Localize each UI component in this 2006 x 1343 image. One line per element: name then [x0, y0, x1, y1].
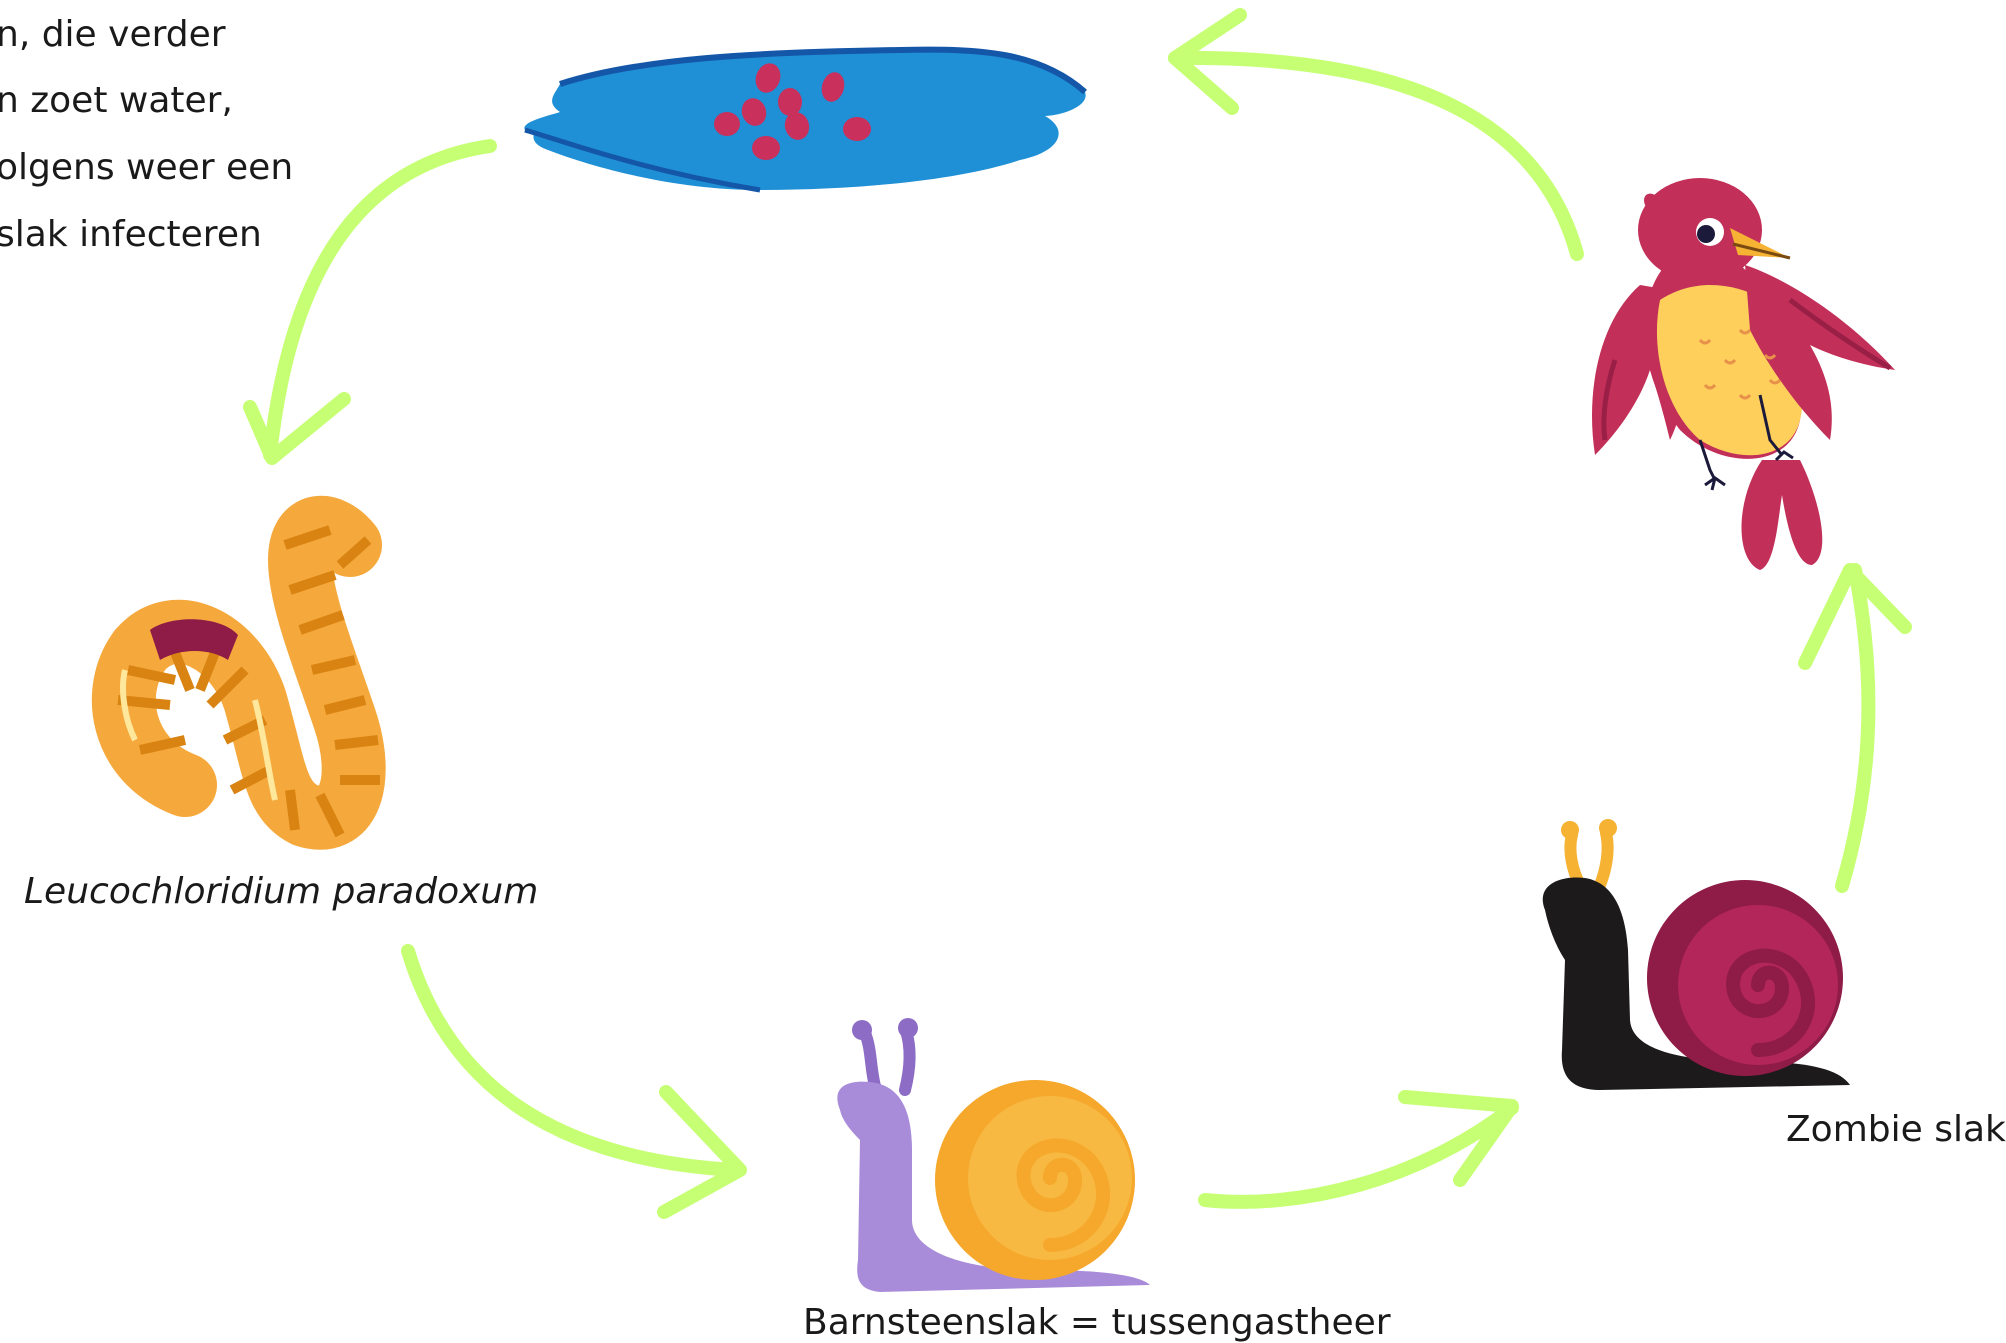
amber-snail-label: Barnsteenslak = tussengastheer	[803, 1302, 1391, 1343]
zombie-snail-icon	[1542, 819, 1850, 1090]
worm-icon	[91, 495, 386, 850]
intro-line-4: slak infecteren	[0, 214, 262, 255]
intro-line-3: olgens weer een	[0, 147, 294, 188]
zombie-snail-label: Zombie slak	[1786, 1109, 2006, 1150]
snail-icon	[837, 1018, 1150, 1292]
eggs	[714, 63, 871, 160]
arrow-bird-to-water	[1168, 8, 1584, 261]
intro-line-1: n, die verder	[0, 14, 226, 55]
arrow-worm-to-amber-snail	[401, 944, 747, 1219]
arrows	[243, 8, 1912, 1219]
arrow-amber-to-zombie-snail	[1198, 1090, 1519, 1209]
parasite-label: Leucochloridium paradoxum	[24, 871, 539, 912]
arrow-zombie-snail-to-bird	[1798, 563, 1912, 893]
intro-line-2: n zoet water,	[0, 80, 233, 121]
water-puddle-eggs-icon	[524, 46, 1087, 193]
bird-icon	[1592, 178, 1895, 570]
arrow-water-to-worm	[243, 139, 497, 465]
